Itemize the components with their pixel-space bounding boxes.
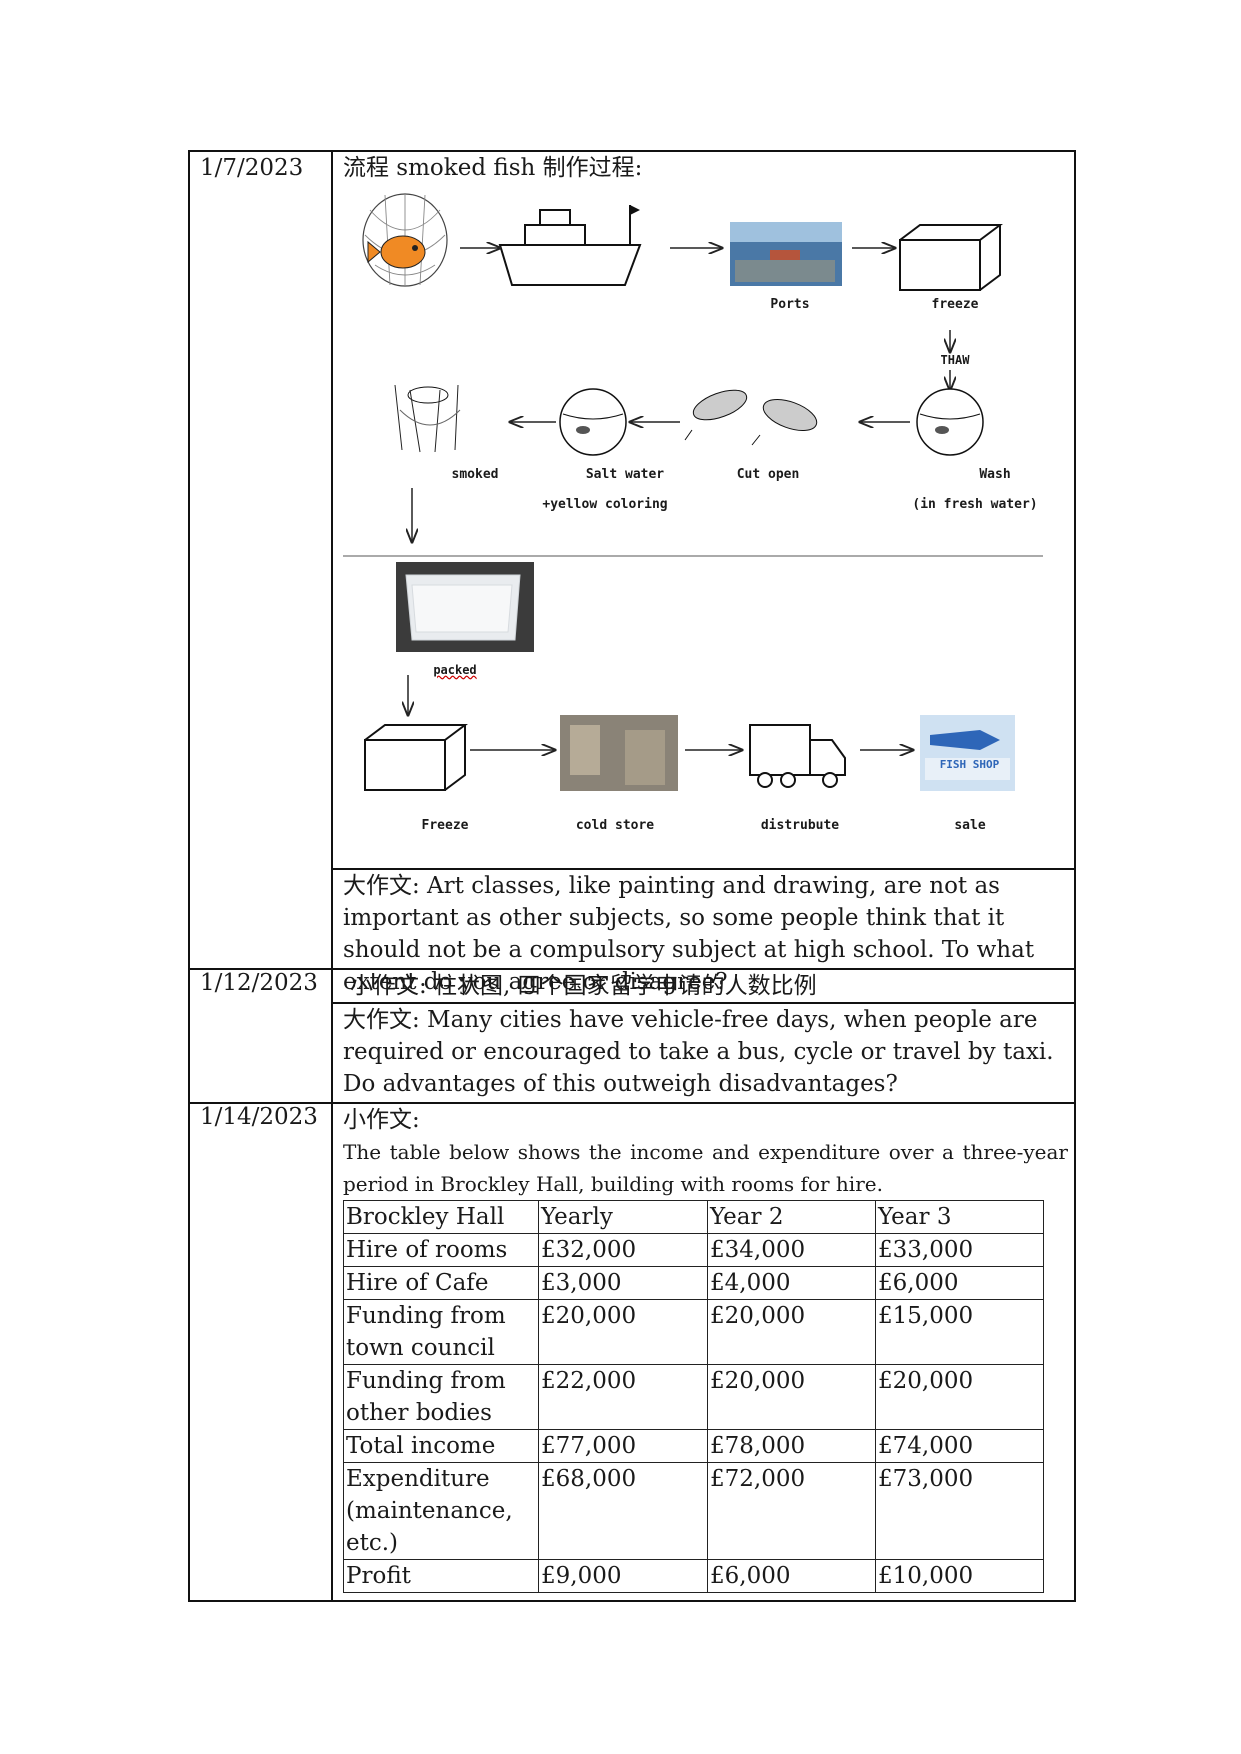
smoked-fish-icon [394,384,461,453]
freeze-box-icon [899,224,1003,291]
table-cell: £68,000 [538,1462,708,1560]
label-distribute: distrubute [760,818,840,833]
table-cell: £72,000 [707,1462,876,1560]
table-cell: £4,000 [707,1266,876,1300]
date-cell: 1/7/2023 [200,155,304,181]
table-header-row: Brockley Hall Yearly Year 2 Year 3 [343,1200,1044,1234]
table-cell: £6,000 [707,1559,876,1593]
table-row: Hire of Cafe £3,000 £4,000 £6,000 [343,1266,1044,1300]
label-packed: packed [433,663,477,677]
boat-icon [498,205,642,286]
table-cell: Funding from town council [343,1299,539,1365]
table-cell: Funding from other bodies [343,1364,539,1430]
table-cell: £20,000 [707,1364,876,1430]
table-row: Profit £9,000 £6,000 £10,000 [343,1559,1044,1593]
label-ports: Ports [770,297,810,312]
table-cell: £34,000 [707,1233,876,1267]
label-yellow-coloring: +yellow coloring [542,497,668,512]
table-cell: £22,000 [538,1364,708,1430]
table-row: Hire of rooms £32,000 £34,000 £33,000 [343,1233,1044,1267]
page-break-line [343,555,1043,557]
income-expenditure-table: Brockley Hall Yearly Year 2 Year 3 Hire … [343,1200,1044,1593]
salt-water-bowl-icon [559,388,627,456]
table-row: Funding from town council £20,000 £20,00… [343,1299,1044,1365]
table-cell: £15,000 [875,1299,1044,1365]
table-cell: £20,000 [538,1299,708,1365]
row-divider [188,968,1076,970]
label-salt-water: Salt water [585,467,665,482]
table-cell: Profit [343,1559,539,1593]
table-row: Expenditure (maintenance, etc.) £68,000 … [343,1462,1044,1560]
date-cell: 1/14/2023 [200,1104,318,1130]
table-cell: £3,000 [538,1266,708,1300]
table-cell: £20,000 [875,1364,1044,1430]
cut-fish-icon [684,389,818,446]
row-divider [331,868,1076,870]
wash-bowl-icon [916,388,984,456]
header-cell: Brockley Hall [343,1200,539,1234]
label-wash: Wash [979,467,1011,482]
truck-icon [749,724,846,788]
label-fresh-water: (in fresh water) [912,497,1038,512]
header-cell: Year 3 [875,1200,1044,1234]
table-cell: £78,000 [707,1429,876,1463]
table-row: Total income £77,000 £78,000 £74,000 [343,1429,1044,1463]
header-cell: Yearly [538,1200,708,1234]
table-row: Funding from other bodies £22,000 £20,00… [343,1364,1044,1430]
label-thaw: THAW [940,353,970,367]
label-freeze: freeze [931,297,979,312]
label-smoked: smoked [451,467,499,482]
label-cut-open: Cut open [736,467,800,482]
smoked-fish-flowchart [362,193,1015,791]
table-cell: Expenditure (maintenance, etc.) [343,1462,539,1560]
freeze-box-icon [364,724,468,791]
label-sale: sale [954,818,986,833]
small-essay-prompt: 小作文: 柱状图, 四个国家留学申请的人数比例 [350,973,817,999]
table-cell: £33,000 [875,1233,1044,1267]
small-essay-title: 小作文: [343,1107,420,1133]
label-cold-store: cold store [575,818,655,833]
table-cell: £10,000 [875,1559,1044,1593]
table-cell: £32,000 [538,1233,708,1267]
essay-prompt: 大作文: Art classes, like painting and draw… [343,873,1035,995]
table-cell: £20,000 [707,1299,876,1365]
table-cell: £74,000 [875,1429,1044,1463]
table-cell: Hire of rooms [343,1233,539,1267]
date-cell: 1/12/2023 [200,970,318,996]
plastic-container-photo [396,562,534,652]
table-cell: £73,000 [875,1462,1044,1560]
essay-prompt: 大作文: Many cities have vehicle-free days,… [343,1007,1054,1097]
flow-title: 流程 smoked fish 制作过程: [343,155,643,181]
header-cell: Year 2 [707,1200,876,1234]
cold-store-photo [560,715,678,791]
ports-photo [730,222,842,286]
shop-sign-text: FISH SHOP [939,758,1000,771]
table-cell: £6,000 [875,1266,1044,1300]
row-divider [331,1002,1076,1004]
table-cell: Hire of Cafe [343,1266,539,1300]
table-cell: Total income [343,1429,539,1463]
schedule-table [188,150,1076,1602]
table-intro: The table below shows the income and exp… [343,1140,1068,1196]
label-freeze-2: Freeze [421,818,469,833]
date-column-divider [331,150,333,1602]
table-cell: £9,000 [538,1559,708,1593]
table-cell: £77,000 [538,1429,708,1463]
row-divider [188,1102,1076,1104]
fish-net-icon [362,193,448,287]
fish-shop-photo [920,715,1015,791]
